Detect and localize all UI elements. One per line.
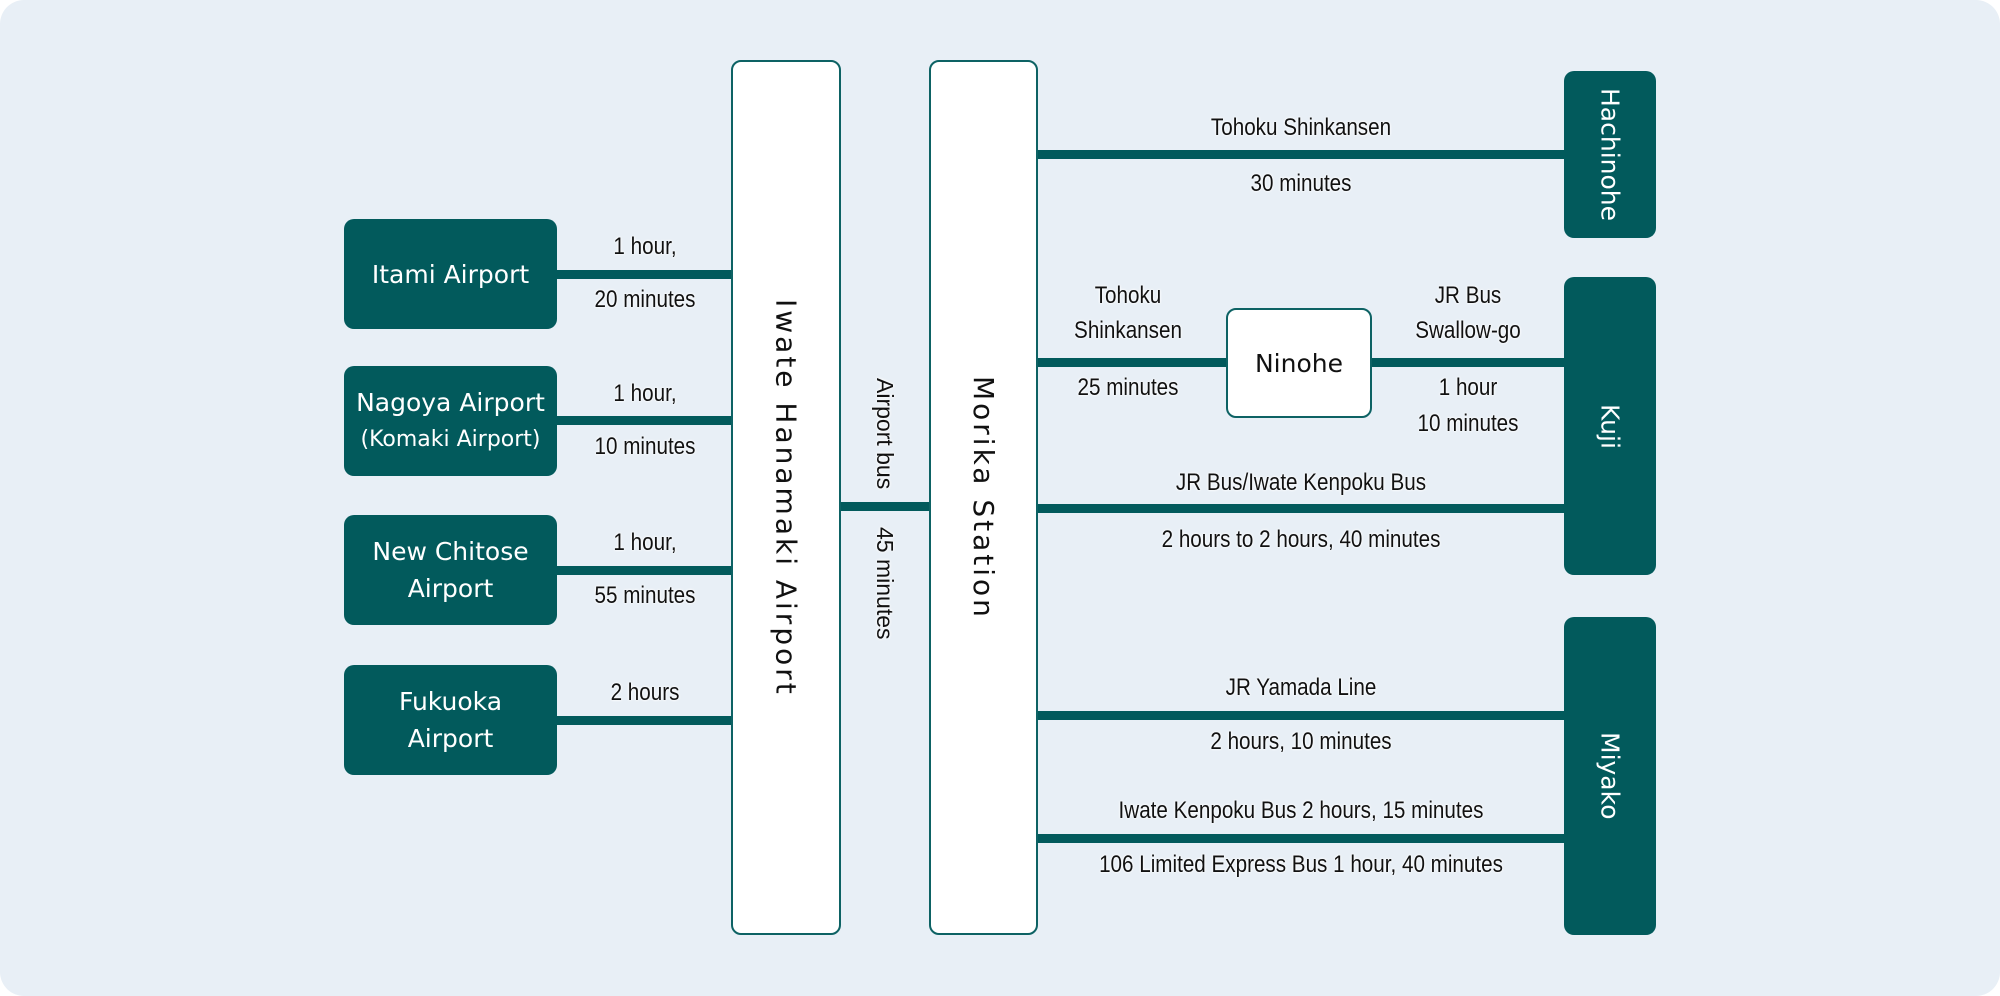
connector-miyako-bus bbox=[1038, 834, 1564, 843]
node-hachinohe: Hachinohe bbox=[1564, 71, 1656, 238]
route-label: Tohoku Shinkansen bbox=[1210, 114, 1392, 141]
transfer-time-label: 45 minutes bbox=[872, 526, 898, 640]
time-label: 2 hours, 10 minutes bbox=[1210, 728, 1392, 755]
time-label: 10 minutes bbox=[1417, 410, 1519, 437]
route-label: 106 Limited Express Bus 1 hour, 40 minut… bbox=[1099, 851, 1503, 878]
node-iwate-hanamaki-airport: Iwate Hanamaki Airport bbox=[731, 60, 841, 935]
connector-fukuoka bbox=[557, 716, 733, 725]
time-label: 10 minutes bbox=[594, 433, 696, 460]
node-label: Morika Station bbox=[967, 375, 1000, 620]
node-label: Kuji bbox=[1595, 403, 1625, 449]
node-label: Miyako bbox=[1595, 732, 1625, 820]
connector-ninohe-left bbox=[1038, 358, 1226, 367]
connector-ninohe-right bbox=[1372, 358, 1564, 367]
time-label: 55 minutes bbox=[594, 582, 696, 609]
time-label: 1 hour bbox=[1438, 374, 1498, 401]
node-label: Fukuoka bbox=[398, 687, 503, 716]
time-label: 1 hour, bbox=[613, 380, 677, 407]
node-label: Airport bbox=[407, 574, 494, 603]
connector-nagoya bbox=[557, 416, 733, 425]
time-label: 1 hour, bbox=[613, 529, 677, 556]
node-ninohe: Ninohe bbox=[1226, 308, 1372, 418]
connector-hachinohe bbox=[1038, 150, 1564, 159]
route-label: Swallow-go bbox=[1415, 317, 1521, 344]
route-label: Iwate Kenpoku Bus 2 hours, 15 minutes bbox=[1118, 797, 1484, 824]
node-label: New Chitose bbox=[372, 537, 529, 566]
route-label: Shinkansen bbox=[1074, 317, 1182, 344]
node-sublabel: (Komaki Airport) bbox=[360, 427, 541, 452]
connector-kuji bbox=[1038, 504, 1564, 513]
node-label: Nagoya Airport bbox=[356, 388, 545, 417]
connector-airport-bus bbox=[841, 502, 929, 511]
node-itami-airport: Itami Airport bbox=[344, 219, 557, 329]
node-fukuoka-airport: Fukuoka Airport bbox=[344, 665, 557, 775]
node-label: Iwate Hanamaki Airport bbox=[769, 298, 803, 697]
route-label: JR Bus/Iwate Kenpoku Bus bbox=[1175, 469, 1427, 496]
route-label: JR Yamada Line bbox=[1225, 674, 1377, 701]
node-nagoya-airport: Nagoya Airport (Komaki Airport) bbox=[344, 366, 557, 476]
node-kuji: Kuji bbox=[1564, 277, 1656, 575]
time-label: 20 minutes bbox=[594, 286, 696, 313]
connector-miyako-rail bbox=[1038, 711, 1564, 720]
connector-new-chitose bbox=[557, 566, 733, 575]
node-label: Airport bbox=[407, 724, 494, 753]
transfer-mode-label: Airport bus bbox=[872, 378, 898, 490]
node-label: Itami Airport bbox=[371, 259, 530, 289]
route-label: Tohoku bbox=[1094, 282, 1162, 309]
node-label: Hachinohe bbox=[1595, 87, 1625, 222]
time-label: 2 hours bbox=[610, 679, 680, 706]
time-label: 2 hours to 2 hours, 40 minutes bbox=[1161, 526, 1441, 553]
connector-itami bbox=[557, 270, 733, 279]
time-label: 1 hour, bbox=[613, 233, 677, 260]
node-new-chitose-airport: New Chitose Airport bbox=[344, 515, 557, 625]
node-label: Ninohe bbox=[1254, 348, 1343, 378]
node-morika-station: Morika Station bbox=[929, 60, 1038, 935]
time-label: 25 minutes bbox=[1077, 374, 1179, 401]
route-label: JR Bus bbox=[1434, 282, 1502, 309]
time-label: 30 minutes bbox=[1250, 170, 1352, 197]
node-miyako: Miyako bbox=[1564, 617, 1656, 935]
